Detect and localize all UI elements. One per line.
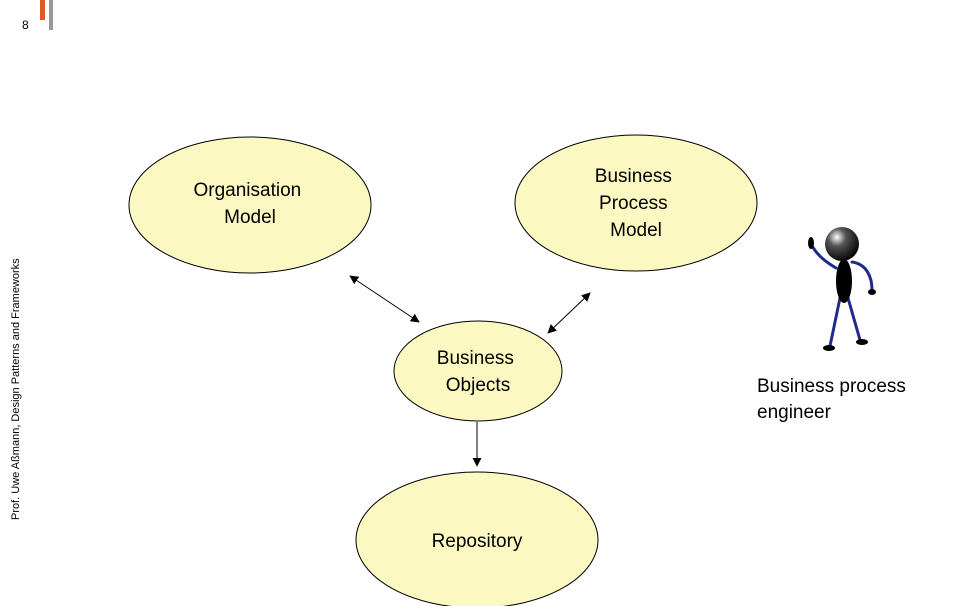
actor-label-line: engineer [757, 402, 831, 423]
node-label-business-process-model: Business Process Model [595, 166, 677, 241]
accent-bar-orange [40, 0, 45, 20]
node-label-organisation-model: Organisation Model [193, 180, 306, 228]
edge-process-business-objects [547, 292, 591, 334]
node-organisation-model: Organisation Model [128, 136, 372, 274]
accent-bar-gray [49, 0, 53, 30]
stick-figure-icon [808, 227, 876, 351]
actor-label-business-process-engineer: Business process engineer [757, 374, 957, 426]
node-label-repository: Repository [432, 531, 523, 552]
node-business-objects: Business Objects [393, 320, 563, 422]
slide-number: 8 [22, 18, 29, 32]
actor-label-line: Business process [757, 376, 906, 397]
node-repository: Repository [355, 471, 599, 606]
node-label-business-objects: Business Objects [437, 348, 519, 396]
edge-organisation-business-objects [349, 275, 420, 323]
node-business-process-model: Business Process Model [514, 134, 758, 272]
